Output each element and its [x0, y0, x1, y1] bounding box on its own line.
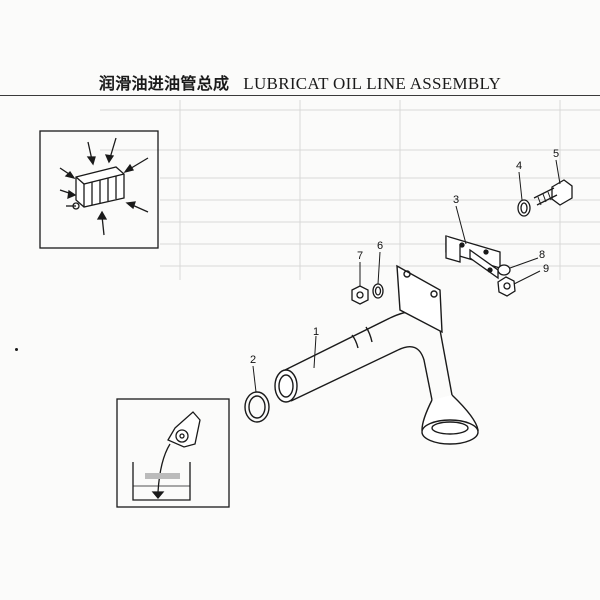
- title-chinese: 润滑油进油管总成: [98, 74, 230, 93]
- callout-8: 8: [538, 249, 546, 261]
- leader-lines: [252, 159, 561, 393]
- stray-dot: [15, 348, 18, 351]
- callout-7: 7: [356, 250, 364, 262]
- bolt-and-washer: [517, 179, 573, 217]
- callout-5: 5: [552, 148, 560, 160]
- oil-line-pipe: [244, 264, 479, 445]
- header-rule: [0, 95, 600, 96]
- washer-right: [497, 264, 511, 276]
- mounting-flange: [396, 264, 443, 334]
- title-english: LUBRICAT OIL LINE ASSEMBLY: [243, 74, 502, 93]
- callout-3: 3: [452, 194, 460, 206]
- callout-6: 6: [376, 240, 384, 252]
- small-hardware: [351, 264, 516, 305]
- callout-2: 2: [249, 354, 257, 366]
- support-bracket: [445, 235, 501, 280]
- inset-arrows: [59, 137, 149, 236]
- inset-frame-2: [116, 398, 230, 508]
- page-title: 润滑油进油管总成 LUBRICAT OIL LINE ASSEMBLY: [0, 70, 600, 94]
- callout-4: 4: [515, 160, 523, 172]
- callout-1: 1: [312, 326, 320, 338]
- callout-9: 9: [542, 263, 550, 275]
- hex-bolt-head: [551, 179, 573, 206]
- inset-pour-oil: [116, 398, 230, 508]
- o-ring-gasket: [244, 391, 270, 423]
- inset-pressure-block: [39, 130, 159, 249]
- bleed-through-table: [100, 100, 600, 280]
- inset-frame: [39, 130, 159, 249]
